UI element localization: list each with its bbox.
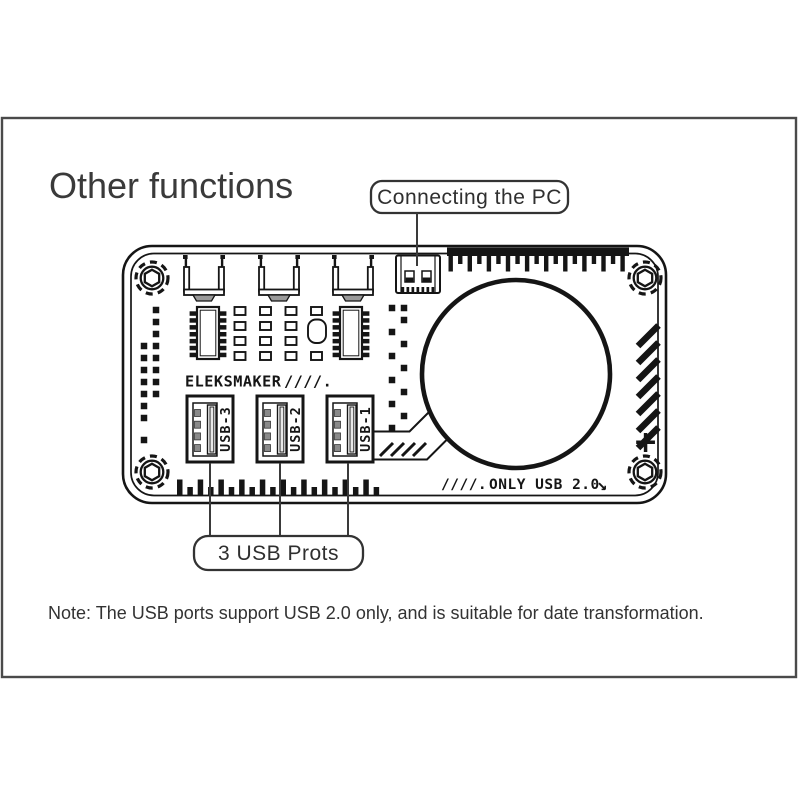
page-title: Other functions xyxy=(49,165,293,206)
decorative-band xyxy=(373,410,449,461)
usb-mini-port xyxy=(395,254,441,294)
callout-connecting-pc-label: Connecting the PC xyxy=(377,186,562,209)
only-usb-hatch: ////. xyxy=(441,477,487,493)
left-pin-dots xyxy=(140,306,160,444)
middle-pin-dots xyxy=(388,304,408,432)
battery-holder-circle xyxy=(419,277,613,471)
only-usb-arrow: ↘ xyxy=(597,475,608,495)
pcb-board: + ELEKSMAKER ////. USB-3 USB-2 USB-1 xyxy=(121,244,668,505)
right-hatch-stripes xyxy=(635,323,661,451)
usb-port-2-label: USB-2 xyxy=(288,406,304,452)
usb-port-1-label: USB-1 xyxy=(358,406,374,452)
bottom-ruler-ticks xyxy=(177,479,380,495)
usb-port-3-label: USB-3 xyxy=(218,406,234,452)
callout-usb-ports-label: 3 USB Prots xyxy=(218,542,339,565)
only-usb-text: ONLY USB 2.0 xyxy=(489,477,600,493)
smd-pad-grid xyxy=(233,306,323,361)
note-text: Note: The USB ports support USB 2.0 only… xyxy=(48,603,704,623)
oscillator-component xyxy=(307,318,327,344)
board-brand-hatch: ////. xyxy=(284,373,332,391)
callout-usb-ports-box xyxy=(192,534,365,572)
board-brand-text: ELEKSMAKER xyxy=(185,373,282,391)
callout-connecting-pc-box xyxy=(369,179,570,215)
top-ruler-ticks xyxy=(447,247,629,272)
usb-mini-serration xyxy=(401,287,435,293)
board-inner-outline xyxy=(130,252,659,497)
